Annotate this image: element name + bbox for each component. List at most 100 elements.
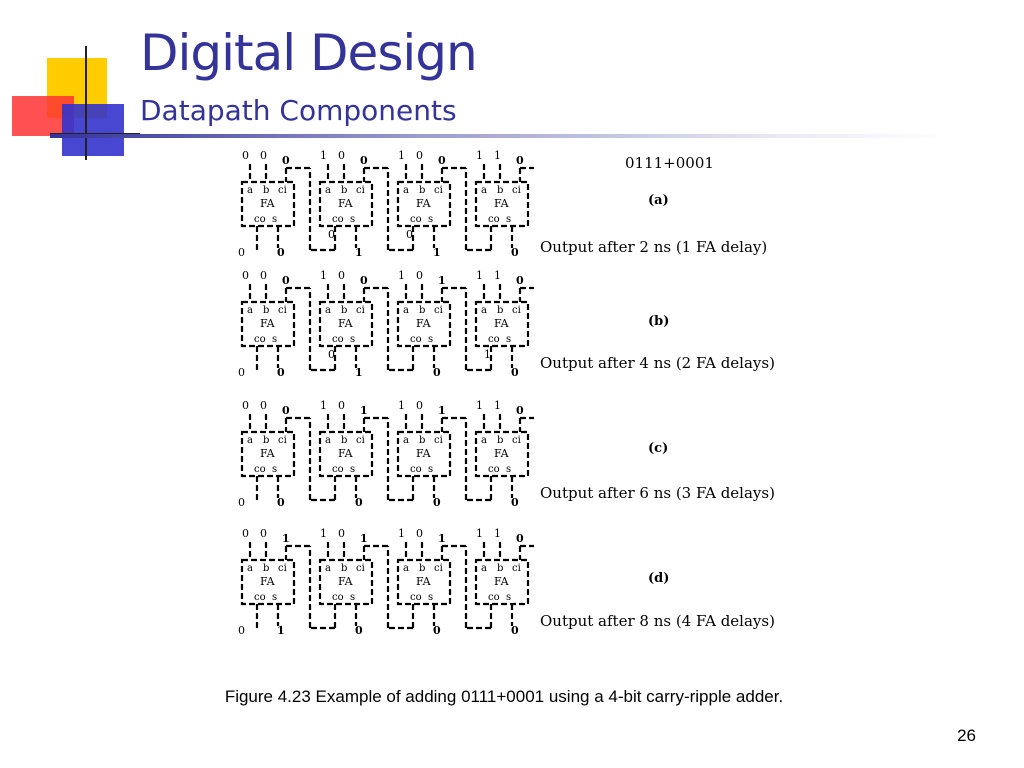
- pin-ci-label: ci: [278, 185, 287, 196]
- pin-s-label: s: [506, 592, 511, 603]
- carry-in-value: 0: [516, 154, 524, 167]
- fa-label: FA: [338, 197, 354, 210]
- carry-value: 1: [484, 348, 491, 361]
- input-b-value: 0: [416, 149, 423, 162]
- pin-a-label: a: [325, 435, 331, 446]
- pin-co-label: co: [254, 464, 266, 475]
- pin-co-label: co: [410, 592, 422, 603]
- input-a-value: 1: [398, 269, 405, 282]
- input-b-value: 0: [260, 269, 267, 282]
- input-a-value: 1: [398, 399, 405, 412]
- pin-ci-label: ci: [278, 563, 287, 574]
- full-adder-box: [396, 180, 452, 228]
- pin-b-label: b: [263, 185, 269, 196]
- sum-value: 0: [511, 496, 519, 509]
- panel-description: Output after 4 ns (2 FA delays): [540, 354, 775, 372]
- pin-s-label: s: [272, 464, 277, 475]
- full-adder-box: [474, 180, 530, 228]
- carry-in-value: 0: [516, 532, 524, 545]
- pin-b-label: b: [419, 305, 425, 316]
- pin-ci-label: ci: [356, 563, 365, 574]
- pin-a-label: a: [247, 185, 253, 196]
- pin-ci-label: ci: [278, 305, 287, 316]
- sum-value: 0: [433, 496, 441, 509]
- carry-in-value: 0: [516, 404, 524, 417]
- input-a-value: 1: [320, 399, 327, 412]
- pin-b-label: b: [263, 563, 269, 574]
- pin-b-label: b: [341, 435, 347, 446]
- pin-co-label: co: [254, 592, 266, 603]
- carry-out-value: 0: [238, 496, 245, 509]
- input-b-value: 1: [494, 399, 501, 412]
- full-adder-box: [240, 300, 296, 348]
- pin-s-label: s: [350, 214, 355, 225]
- slide-subtitle: Datapath Components: [140, 94, 457, 127]
- sum-value: 1: [355, 246, 363, 259]
- pin-s-label: s: [272, 214, 277, 225]
- input-b-value: 1: [494, 149, 501, 162]
- panel-label: (d): [648, 571, 669, 586]
- pin-a-label: a: [403, 435, 409, 446]
- fa-label: FA: [338, 575, 354, 588]
- carry-in-value: 1: [438, 274, 446, 287]
- pin-a-label: a: [325, 563, 331, 574]
- carry-in-value: 1: [438, 532, 446, 545]
- full-adder-box: [474, 430, 530, 478]
- carry-in-value: 0: [282, 274, 290, 287]
- pin-ci-label: ci: [512, 563, 521, 574]
- input-a-value: 1: [476, 399, 483, 412]
- panel-label: (a): [648, 193, 669, 208]
- pin-s-label: s: [428, 592, 433, 603]
- panel-description: Output after 6 ns (3 FA delays): [540, 484, 775, 502]
- input-a-value: 1: [320, 527, 327, 540]
- pin-s-label: s: [506, 334, 511, 345]
- pin-b-label: b: [341, 563, 347, 574]
- full-adder-box: [396, 430, 452, 478]
- pin-b-label: b: [497, 185, 503, 196]
- carry-in-value: 0: [438, 154, 446, 167]
- input-b-value: 0: [338, 269, 345, 282]
- input-a-value: 0: [242, 527, 249, 540]
- input-a-value: 1: [476, 527, 483, 540]
- pin-co-label: co: [332, 334, 344, 345]
- pin-a-label: a: [481, 563, 487, 574]
- fa-label: FA: [260, 447, 276, 460]
- carry-in-value: 1: [438, 404, 446, 417]
- full-adder-box: [318, 300, 374, 348]
- pin-s-label: s: [272, 592, 277, 603]
- full-adder-box: [240, 180, 296, 228]
- input-a-value: 0: [242, 399, 249, 412]
- carry-in-value: 0: [360, 274, 368, 287]
- equation-label: 0111+0001: [625, 154, 714, 172]
- input-a-value: 1: [476, 269, 483, 282]
- input-b-value: 0: [338, 399, 345, 412]
- pin-b-label: b: [341, 305, 347, 316]
- pin-b-label: b: [497, 435, 503, 446]
- input-a-value: 1: [320, 269, 327, 282]
- sum-value: 0: [277, 366, 285, 379]
- sum-value: 0: [511, 246, 519, 259]
- pin-a-label: a: [403, 563, 409, 574]
- fa-label: FA: [260, 575, 276, 588]
- fa-label: FA: [338, 317, 354, 330]
- page-number: 26: [957, 726, 976, 745]
- pin-s-label: s: [428, 214, 433, 225]
- input-a-value: 1: [398, 527, 405, 540]
- input-b-value: 0: [416, 269, 423, 282]
- carry-in-value: 0: [516, 274, 524, 287]
- full-adder-box: [318, 180, 374, 228]
